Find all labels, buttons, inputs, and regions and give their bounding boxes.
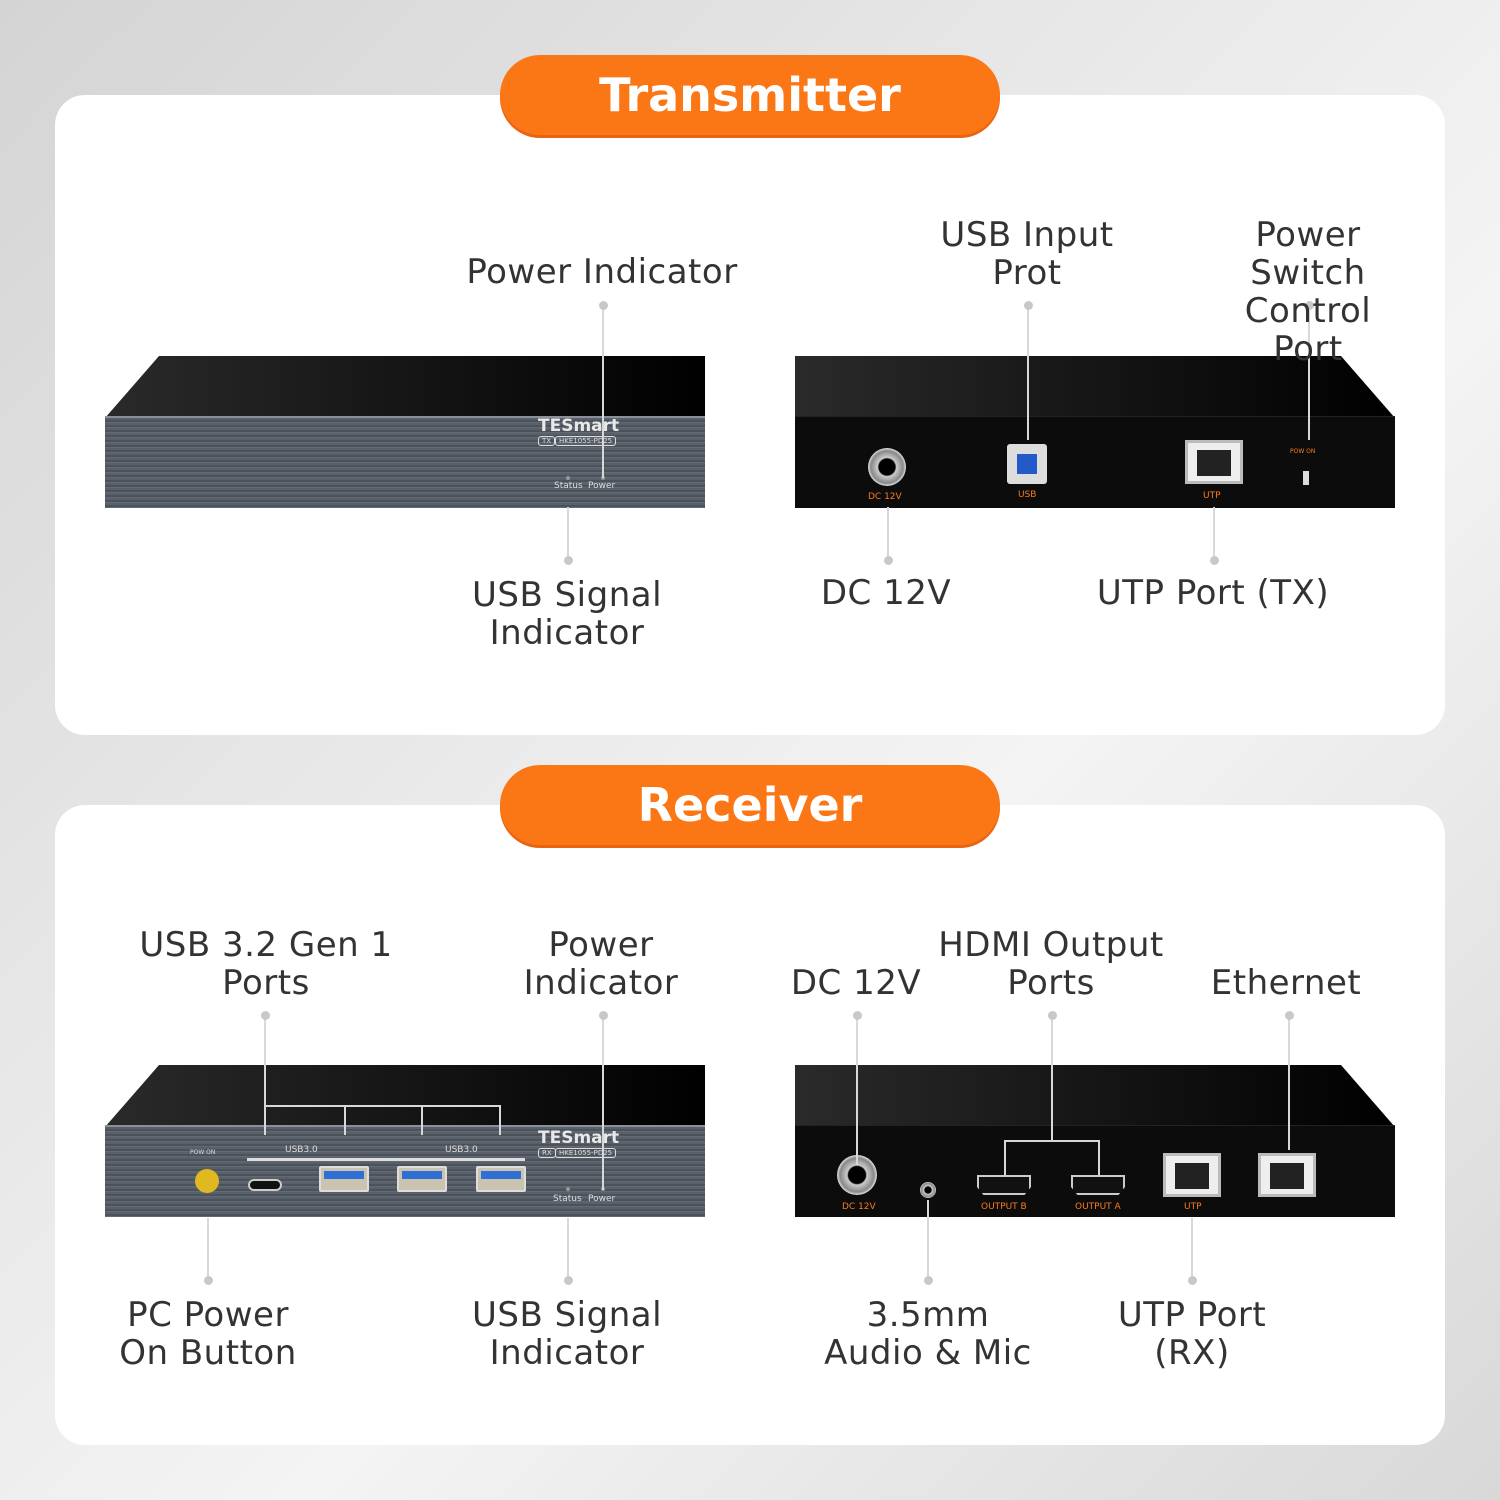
label-usb-ports: USB 3.2 Gen 1 Ports bbox=[139, 925, 393, 1003]
utp-port bbox=[1185, 440, 1243, 484]
callout-dot bbox=[1209, 555, 1219, 565]
usb-c-port bbox=[248, 1179, 282, 1191]
callout-dot bbox=[563, 1275, 573, 1285]
usb-b-port bbox=[1007, 444, 1047, 484]
callout-dot bbox=[203, 1275, 213, 1285]
output-a-label: OUTPUT A bbox=[1075, 1202, 1121, 1212]
receiver-title: Receiver bbox=[500, 765, 1000, 845]
dc-port-label: DC 12V bbox=[842, 1202, 876, 1212]
label-dc-12v: DC 12V bbox=[820, 573, 952, 613]
dc-jack bbox=[868, 448, 906, 486]
usb-a-port bbox=[397, 1166, 447, 1192]
label-usb-input-port: USB Input Prot bbox=[940, 215, 1114, 293]
transmitter-front-device: TESmart TX HKE1055-PD25 Status Power bbox=[105, 356, 705, 508]
pow-on-label: POW ON bbox=[190, 1149, 216, 1156]
ethernet-port bbox=[1258, 1153, 1316, 1197]
callout-dot bbox=[563, 555, 573, 565]
label-audio-mic: 3.5mm Audio & Mic bbox=[824, 1295, 1032, 1373]
utp-port bbox=[1163, 1153, 1221, 1197]
transmitter-title: Transmitter bbox=[500, 55, 1000, 135]
label-ethernet: Ethernet bbox=[1210, 963, 1362, 1003]
usb-a-port bbox=[319, 1166, 369, 1192]
callout-dot bbox=[923, 1275, 933, 1285]
power-switch-port bbox=[1303, 471, 1309, 485]
label-power-indicator: Power Indicator bbox=[523, 925, 679, 1003]
label-dc-12v: DC 12V bbox=[790, 963, 922, 1003]
status-led bbox=[566, 1187, 570, 1191]
tx-badge: TX bbox=[538, 436, 556, 446]
power-label: Power bbox=[588, 481, 616, 491]
usb-port-label: USB bbox=[1018, 490, 1037, 500]
hdmi-output-b bbox=[977, 1175, 1031, 1195]
label-hdmi-output-ports: HDMI Output Ports bbox=[938, 925, 1164, 1003]
usb-a-port bbox=[476, 1166, 526, 1192]
hdmi-output-a bbox=[1071, 1175, 1125, 1195]
output-b-label: OUTPUT B bbox=[981, 1202, 1027, 1212]
rx-badge: RX bbox=[538, 1148, 556, 1158]
callout-dot bbox=[1304, 300, 1314, 310]
receiver-front-device: POW ON USB3.0 USB3.0 TESmart RX HKE1055-… bbox=[105, 1065, 705, 1217]
brand-logo: TESmart bbox=[538, 1128, 620, 1148]
model-number: HKE1055-PD25 bbox=[555, 436, 617, 446]
power-label: Power bbox=[588, 1194, 616, 1204]
label-utp-port-rx: UTP Port (RX) bbox=[1117, 1295, 1267, 1373]
status-led bbox=[566, 476, 570, 480]
label-utp-port-tx: UTP Port (TX) bbox=[1096, 573, 1330, 613]
callout-dot bbox=[598, 300, 608, 310]
label-pc-power-button: PC Power On Button bbox=[119, 1295, 297, 1373]
callout-dot bbox=[852, 1010, 862, 1020]
label-power-indicator: Power Indicator bbox=[466, 252, 738, 292]
callout-dot bbox=[1023, 300, 1033, 310]
status-label: Status bbox=[553, 1194, 582, 1204]
callout-dot bbox=[883, 555, 893, 565]
transmitter-back-device: DC 12V USB UTP POW ON bbox=[795, 356, 1395, 508]
callout-dot bbox=[598, 1010, 608, 1020]
callout-dot bbox=[1047, 1010, 1057, 1020]
callout-dot bbox=[1284, 1010, 1294, 1020]
usb-group-label: USB3.0 bbox=[445, 1145, 478, 1155]
label-usb-signal-indicator: USB Signal Indicator bbox=[471, 575, 663, 653]
pow-on-label: POW ON bbox=[1290, 448, 1316, 455]
brand-logo: TESmart bbox=[538, 416, 620, 436]
utp-port-label: UTP bbox=[1203, 491, 1221, 501]
status-label: Status bbox=[554, 481, 583, 491]
pc-power-button bbox=[195, 1169, 219, 1193]
dc-port-label: DC 12V bbox=[868, 492, 902, 502]
label-power-switch-control-port: Power Switch Control Port bbox=[1244, 215, 1372, 369]
power-led bbox=[601, 476, 605, 480]
usb-group-label: USB3.0 bbox=[285, 1145, 318, 1155]
callout-dot bbox=[1187, 1275, 1197, 1285]
label-usb-signal-indicator: USB Signal Indicator bbox=[471, 1295, 663, 1373]
utp-port-label: UTP bbox=[1184, 1202, 1202, 1212]
audio-jack bbox=[920, 1182, 936, 1198]
model-number: HKE1055-PD25 bbox=[555, 1148, 617, 1158]
callout-dot bbox=[260, 1010, 270, 1020]
